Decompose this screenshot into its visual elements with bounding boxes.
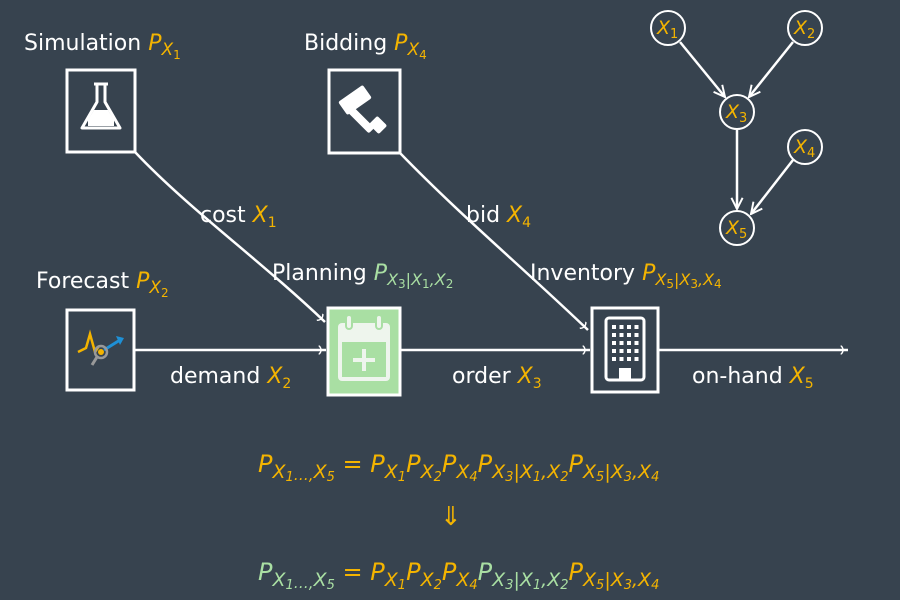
calendar-plus-icon [338, 314, 390, 381]
simulation-label: Simulation PX1 [24, 31, 181, 62]
edge-cost [134, 151, 326, 323]
flask-icon [80, 82, 122, 130]
building-icon [604, 316, 646, 382]
inventory-node [590, 306, 660, 394]
edge-label-cost: cost X1 [200, 203, 277, 231]
implies-arrow: ⇓ [440, 502, 462, 532]
forecast-label: Forecast PX2 [36, 269, 169, 300]
joint-formula: PX1…,X5 = PX1PX2PX4PX3|X1,X2PX5|X3,X4 [258, 450, 659, 487]
svg-text:X1: X1 [656, 17, 678, 42]
svg-text:X2: X2 [793, 17, 815, 42]
bidding-label: Bidding PX4 [304, 31, 427, 62]
edge-label-demand: demand X2 [170, 364, 291, 392]
inventory-label: Inventory PX5|X3,X4 [530, 261, 722, 291]
planning-label: Planning PX3|X1,X2 [272, 261, 453, 291]
edge-label-order: order X3 [452, 364, 542, 392]
gavel-icon [338, 85, 387, 134]
svg-text:X3: X3 [725, 101, 747, 126]
dag-node: X4 [787, 129, 823, 165]
edge-bid [399, 152, 589, 331]
edge-label-bid: bid X4 [466, 203, 531, 231]
simulation-node [65, 68, 137, 154]
forecast-chart-icon [77, 329, 124, 366]
svg-text:X5: X5 [725, 217, 747, 242]
dag-node: X2 [787, 10, 823, 46]
edge-label-onhand: on-hand X5 [692, 364, 814, 392]
svg-text:X4: X4 [793, 136, 815, 161]
bidding-node [327, 68, 402, 155]
dag-node: X5 [719, 210, 755, 246]
dag-node: X3 [719, 94, 755, 130]
highlighted-formula: PX1…,X5 = PX1PX2PX4PX3|X1,X2PX5|X3,X4 [258, 558, 659, 595]
planning-node [326, 306, 402, 397]
dag-node: X1 [650, 10, 686, 46]
forecast-node [65, 308, 136, 392]
